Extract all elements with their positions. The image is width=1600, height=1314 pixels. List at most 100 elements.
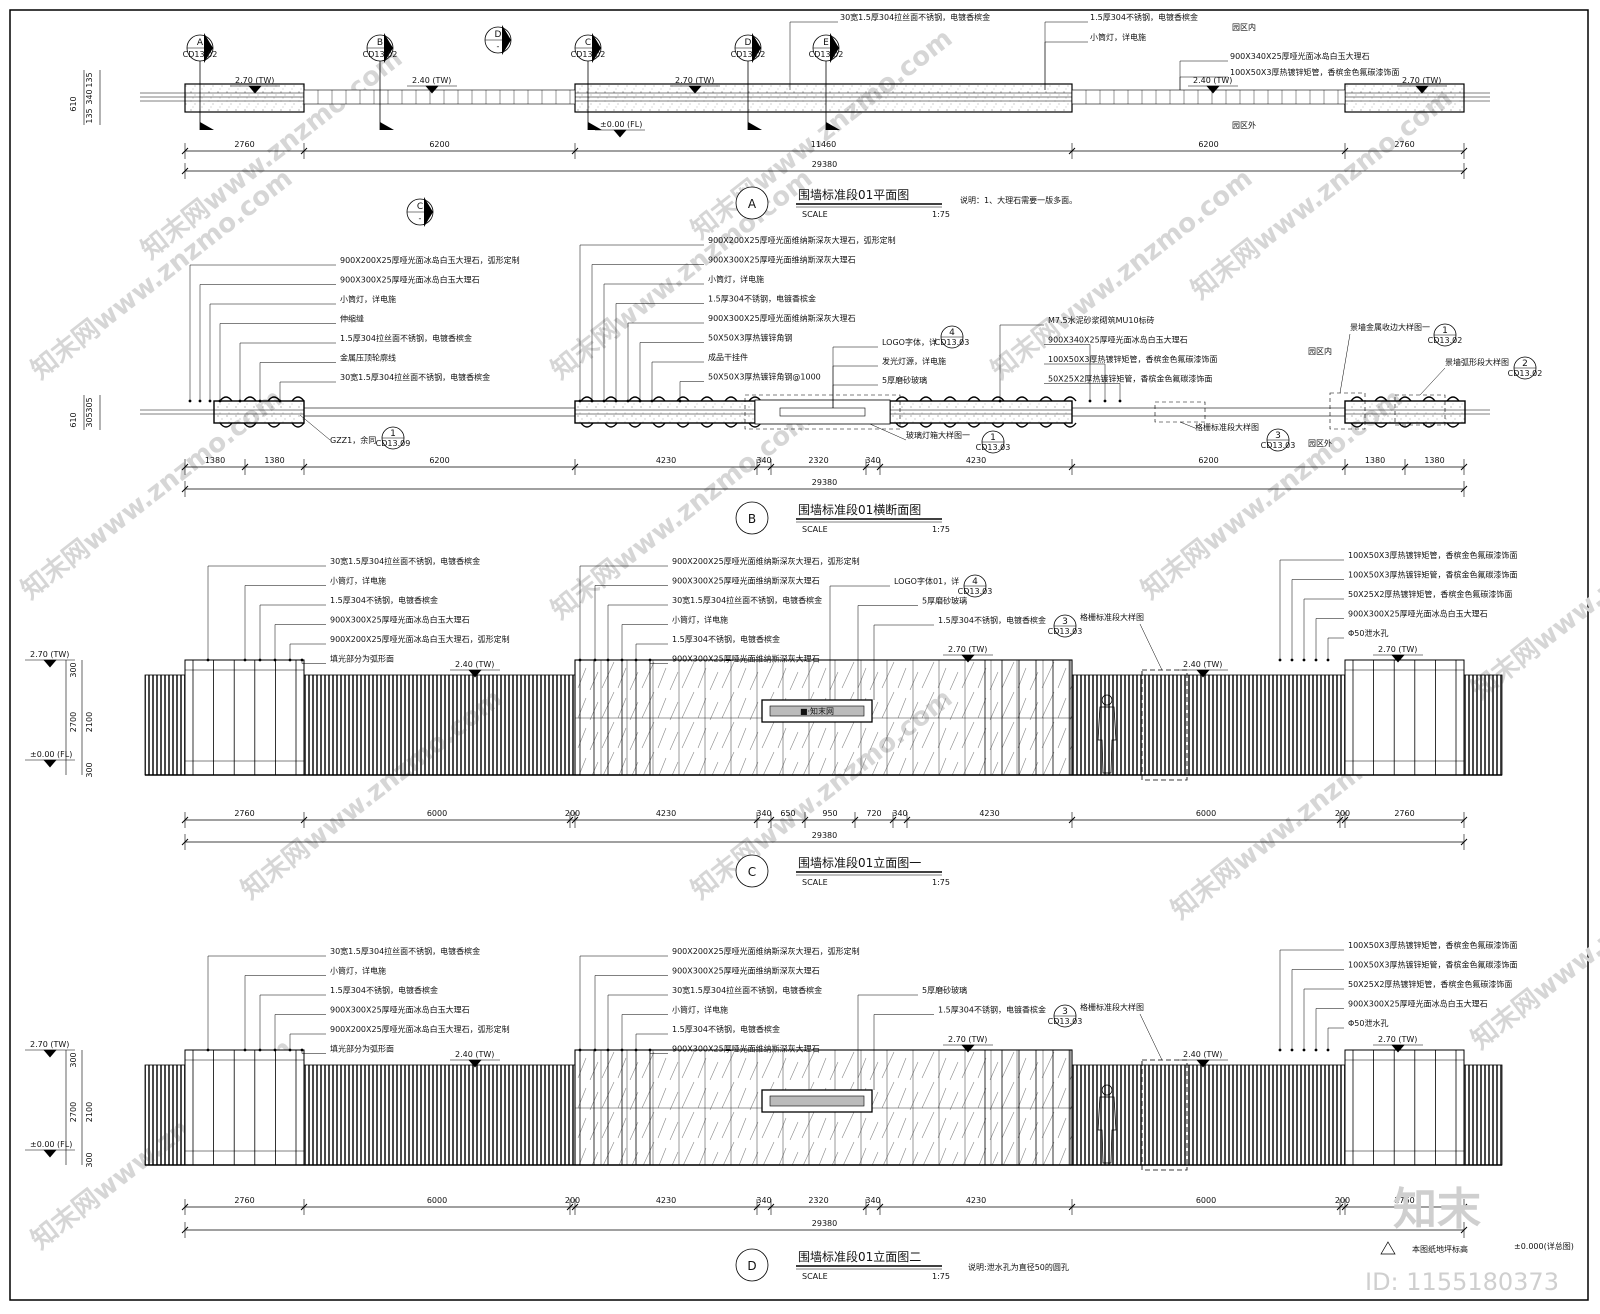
level-label: 2.40 (TW)	[455, 1050, 494, 1059]
callout-text: 900X300X25厚哑光面冰岛白玉大理石	[1348, 609, 1488, 619]
callout-text: 30宽1.5厚304拉丝面不锈钢，电镀香槟金	[672, 985, 822, 995]
dimension-tick	[571, 463, 579, 471]
dimension-label: 1380	[1365, 456, 1385, 465]
callout-text: 发光灯源，详电施	[882, 356, 946, 366]
callout-dot	[648, 658, 652, 662]
dimension-tick	[1341, 147, 1349, 155]
drawing-title: 围墙标准段01立面图二	[798, 1249, 921, 1264]
dimension-label: 200	[1335, 809, 1350, 818]
callout-text: 1.5厚304不锈钢，电镀香槟金	[938, 1005, 1046, 1015]
level-label: 2.70 (TW)	[1402, 76, 1441, 85]
sec-scallop	[1015, 396, 1029, 428]
dimension-label: 340	[756, 456, 771, 465]
dimension-tick	[241, 463, 249, 471]
sec-scallop	[676, 396, 690, 428]
reference-number: 1	[1442, 326, 1448, 336]
elevation-d-total-dim: 29380	[181, 1219, 1468, 1238]
scale-value: 1:75	[932, 878, 950, 887]
dimension-label: 4230	[656, 809, 676, 818]
dimension-tick	[1068, 147, 1076, 155]
side-label-outside: 园区外	[1308, 438, 1332, 448]
callout-text: 100X50X3厚热镀锌矩管，香槟金色氟碳漆饰面	[1348, 960, 1518, 970]
callout-dot	[634, 1048, 638, 1052]
callout-dot	[1302, 658, 1306, 662]
dimension-label: 340	[892, 809, 907, 818]
plan-left-dim: 610	[69, 96, 78, 111]
dimension-tick	[1068, 816, 1076, 824]
elev-grille-dashed	[1141, 1059, 1188, 1171]
plan-left-dim: 135	[85, 108, 94, 123]
sec-scallop	[724, 396, 738, 428]
callout-dot	[1290, 658, 1294, 662]
callout-text: 900X300X25厚哑光面维纳斯深灰大理石	[672, 576, 820, 586]
sec-scallop	[243, 396, 257, 428]
dimension-tick	[181, 167, 189, 175]
ref-text: 玻璃灯箱大样图一	[906, 430, 970, 440]
callout-dot	[1314, 658, 1318, 662]
scale-word: SCALE	[802, 210, 828, 219]
side-label-inside: 园区内	[1308, 346, 1332, 356]
sheet-border	[9, 9, 1589, 1301]
dimension-label: 6200	[429, 456, 449, 465]
elevation-c-total-dim: 29380	[181, 831, 1468, 850]
elev-pillar-body	[1344, 1049, 1465, 1166]
sec-scallop	[1350, 396, 1364, 428]
dimension-tick	[889, 816, 897, 824]
dimension-tick	[1460, 838, 1468, 846]
level-triangle	[43, 759, 57, 768]
callout-dot	[1278, 1048, 1282, 1052]
level-label: 2.70 (TW)	[235, 76, 274, 85]
callout-text: Φ50泄水孔	[1348, 1018, 1388, 1028]
reference-number: 1	[390, 429, 396, 439]
elev-pillar-body	[184, 659, 305, 776]
callout-text: 50X25X2厚热镀锌矩管，香槟金色氟碳漆饰面	[1348, 589, 1512, 599]
section-ref: -	[497, 42, 500, 51]
callout-dot	[288, 658, 292, 662]
callout-text: 5厚磨砂玻璃	[922, 596, 967, 606]
callout-text: 900X200X25厚哑光面冰岛白玉大理石，弧形定制	[330, 1024, 510, 1034]
callout-dot	[1118, 399, 1122, 403]
sec-wall-body	[889, 400, 1073, 424]
person-body	[1097, 706, 1117, 774]
callout-text: 900X200X25厚哑光面维纳斯深灰大理石，弧形定制	[708, 235, 896, 245]
level-label: 2.70 (TW)	[948, 1035, 987, 1044]
plan-a-total-dim: 29380	[181, 160, 1468, 179]
title-letter: D	[747, 1259, 756, 1273]
ref-text: GZZ1，余同	[330, 435, 376, 445]
dimension-tick	[851, 816, 859, 824]
callout-text: 1.5厚304不锈钢，电镀香槟金	[330, 595, 438, 605]
dimension-label: 200	[1335, 1196, 1350, 1205]
plan-block	[574, 83, 1073, 113]
section-ref: CD13.02	[809, 50, 844, 59]
elev-pillar	[1344, 1049, 1465, 1166]
callout-text: 50X25X2厚热镀锌矩管，香槟金色氟碳漆饰面	[1348, 979, 1512, 989]
dimension-tick	[1341, 463, 1349, 471]
sec-scallop	[1398, 396, 1412, 428]
ref-text: 景墙金属收边大样图一	[1350, 322, 1430, 332]
sec-scallop	[1446, 396, 1460, 428]
callout-text: 小筒灯，详电施	[708, 274, 764, 284]
callout-dot	[593, 658, 597, 662]
callout-text: 50X50X3厚热镀锌角钢@1000	[708, 372, 821, 382]
callout-text: 伸缩缝	[340, 314, 364, 324]
plan-rail	[1071, 89, 1346, 105]
callout-dot	[678, 399, 682, 403]
callout-dot	[602, 399, 606, 403]
dimension-label: 2760	[234, 809, 254, 818]
callout-text: 金属压顶轮廓线	[340, 353, 396, 363]
dimension-label: 6000	[1196, 1196, 1216, 1205]
dimension-total-label: 29380	[812, 1219, 837, 1228]
section-letter: C	[585, 38, 591, 48]
elev-grille	[144, 674, 186, 776]
sec-scallop	[219, 396, 233, 428]
scale-value: 1:75	[932, 210, 950, 219]
elev-vdim: 2100	[85, 712, 94, 732]
callout-text: 900X200X25厚哑光面冰岛白玉大理石，弧形定制	[340, 255, 520, 265]
level-label: 2.70 (TW)	[1378, 645, 1417, 654]
callout-dot	[998, 399, 1002, 403]
